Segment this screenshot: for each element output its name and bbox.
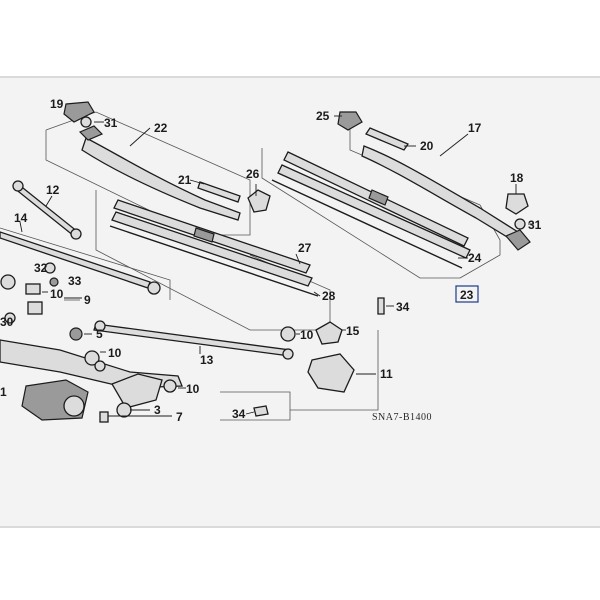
part-30	[4, 312, 16, 324]
callout-17: 17	[468, 121, 482, 135]
part-10d	[163, 379, 177, 393]
callout-23-box	[455, 285, 479, 303]
part-7	[99, 411, 109, 423]
callout-25: 25	[316, 109, 330, 123]
part-32	[44, 262, 56, 274]
callout-28: 28	[322, 289, 336, 303]
callout-27: 27	[298, 241, 312, 255]
callout-32: 32	[34, 261, 48, 275]
bolt-34b	[253, 405, 269, 417]
callout-21: 21	[178, 173, 192, 187]
callout-26: 26	[246, 167, 260, 181]
callout-33: 33	[68, 274, 82, 288]
callout-3: 3	[154, 403, 161, 417]
part-33	[49, 277, 59, 287]
right-wiper-blade	[271, 151, 471, 269]
callout-10-a: 10	[50, 287, 64, 301]
left-wiper-arm	[78, 125, 241, 221]
leader-lines	[19, 115, 534, 417]
callout-10-c: 10	[108, 346, 122, 360]
callout-15: 15	[346, 324, 360, 338]
part-10a	[25, 283, 41, 295]
part-3	[116, 402, 132, 418]
blade-insert-21	[197, 181, 241, 203]
callout-9: 9	[84, 293, 91, 307]
caps	[63, 101, 529, 230]
callout-labels: 19 31 22 21 26 25 17 20 18 31 12 14 27 2…	[0, 97, 542, 424]
callout-18: 18	[510, 171, 524, 185]
cap-18	[505, 193, 529, 215]
rod-13	[93, 323, 291, 357]
callout-22: 22	[154, 121, 168, 135]
nut-31-right	[514, 218, 526, 230]
part-5	[69, 327, 83, 341]
callout-11: 11	[380, 367, 393, 381]
callout-10-d: 10	[186, 382, 200, 396]
motor-11	[307, 353, 355, 393]
linkage-rods	[0, 180, 294, 360]
callout-31-right: 31	[528, 218, 542, 232]
callout-34-bottom: 34	[232, 407, 246, 421]
callout-30: 30	[0, 315, 14, 329]
callout-13: 13	[200, 353, 214, 367]
callout-12: 12	[46, 183, 60, 197]
diagram-code: SNA7-B1400	[372, 412, 432, 423]
right-wiper-arm	[361, 145, 531, 251]
small-parts	[0, 262, 385, 423]
left-wiper-blade	[109, 199, 319, 297]
part-10e	[280, 326, 296, 342]
bolt-34a	[377, 297, 385, 315]
callout-14: 14	[14, 211, 28, 225]
callout-20: 20	[420, 139, 434, 153]
part-10b	[0, 274, 16, 290]
callout-1: 1	[0, 385, 7, 399]
callout-7: 7	[176, 410, 183, 424]
part-9	[27, 301, 43, 315]
callout-31: 31	[104, 116, 118, 130]
callout-10-b: 10	[300, 328, 314, 342]
part-10c2	[94, 360, 106, 372]
nut-31-left	[80, 116, 92, 128]
callout-23: 23	[460, 288, 474, 302]
callout-5: 5	[96, 327, 103, 341]
clip-26	[247, 189, 271, 213]
callout-34-top: 34	[396, 300, 410, 314]
callout-19: 19	[50, 97, 64, 111]
cap-25	[337, 111, 363, 131]
part-10c	[84, 350, 100, 366]
part-15	[315, 321, 343, 345]
blade-insert-20	[365, 127, 409, 151]
callout-24: 24	[468, 251, 482, 265]
